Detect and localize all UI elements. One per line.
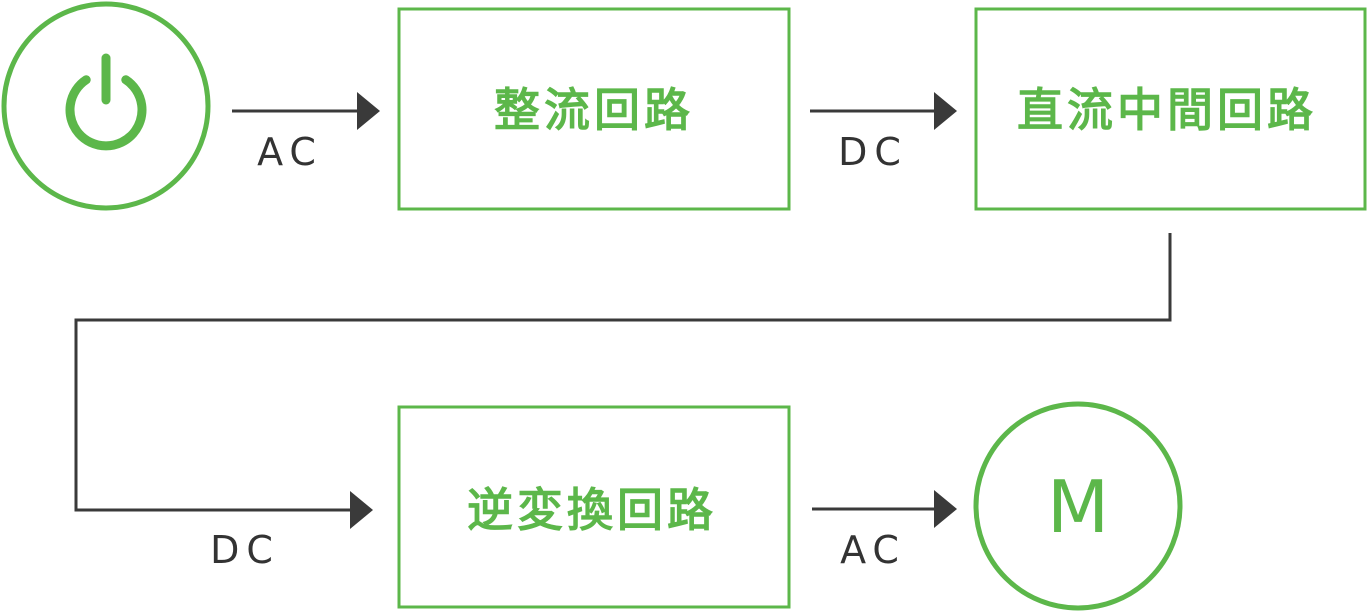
signal-label-ac-in: AC bbox=[257, 130, 323, 174]
inverter-label: 逆変換回路 bbox=[467, 483, 717, 537]
signal-label-dc-1: DC bbox=[838, 130, 908, 174]
signal-label-dc-2: DC bbox=[210, 528, 280, 572]
connector-dclink-to-inverter bbox=[74, 233, 1172, 529]
signal-label-ac-out: AC bbox=[840, 528, 906, 572]
arrow-power-to-rectifier bbox=[232, 92, 380, 130]
inverter-box bbox=[397, 405, 791, 609]
inverter-node: 逆変換回路 bbox=[397, 405, 791, 609]
rectifier-node: 整流回路 bbox=[397, 7, 791, 211]
arrow-rectifier-to-dclink bbox=[810, 92, 957, 130]
power-icon bbox=[65, 53, 147, 151]
motor-circle bbox=[973, 401, 1183, 611]
motor-node: M bbox=[973, 401, 1183, 611]
dc-link-node: 直流中間回路 bbox=[974, 7, 1367, 211]
power-source-node bbox=[1, 1, 211, 211]
rectifier-label: 整流回路 bbox=[494, 83, 694, 137]
arrow-inverter-to-motor bbox=[812, 490, 957, 528]
rectifier-box bbox=[397, 7, 791, 211]
motor-label: M bbox=[1047, 465, 1109, 549]
power-source-circle bbox=[1, 1, 211, 211]
dc-link-box bbox=[974, 7, 1367, 211]
dc-link-label: 直流中間回路 bbox=[1017, 83, 1317, 137]
